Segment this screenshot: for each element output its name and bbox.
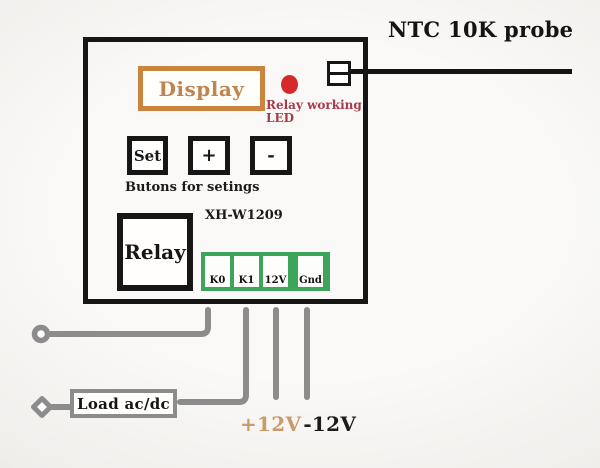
model-label: XH-W1209 bbox=[205, 208, 283, 223]
terminal-k1-label: K1 bbox=[238, 275, 255, 286]
set-button: Set bbox=[127, 136, 168, 175]
probe-connector-divider bbox=[330, 72, 348, 75]
terminal-k0: K0 bbox=[205, 256, 230, 287]
plus-button: + bbox=[188, 136, 230, 175]
power-positive-label: +12V bbox=[240, 412, 302, 436]
display-box: Display bbox=[138, 66, 265, 111]
terminal-k0-label: K0 bbox=[209, 275, 226, 286]
relay-box: Relay bbox=[117, 213, 193, 291]
relay-led-label-line1: Relay working bbox=[266, 98, 362, 112]
probe-wire bbox=[350, 69, 572, 74]
terminal-k1: K1 bbox=[234, 256, 259, 287]
load-box: Load ac/dc bbox=[70, 389, 177, 418]
probe-connector bbox=[327, 61, 351, 86]
relay-led-indicator bbox=[281, 75, 298, 94]
plus-button-label: + bbox=[201, 145, 217, 166]
ring-terminal bbox=[31, 324, 51, 344]
terminal-12v-label: 12V bbox=[264, 275, 287, 286]
relay-label: Relay bbox=[124, 240, 186, 264]
buttons-caption: Butons for setings bbox=[125, 180, 260, 195]
power-labels: +12V-12V bbox=[240, 412, 356, 436]
terminal-12v: 12V bbox=[263, 256, 288, 287]
wire-k0 bbox=[47, 307, 211, 337]
terminal-gnd: Gnd bbox=[298, 256, 323, 287]
minus-button: - bbox=[250, 136, 292, 175]
display-label: Display bbox=[158, 76, 245, 101]
load-label: Load ac/dc bbox=[77, 394, 170, 413]
wire-k1 bbox=[177, 307, 249, 405]
power-negative-label: -12V bbox=[303, 412, 357, 436]
diamond-terminal bbox=[31, 396, 53, 418]
terminal-block: K0 K1 12V Gnd bbox=[201, 252, 330, 291]
probe-label: NTC 10K probe bbox=[388, 17, 574, 42]
board-outline bbox=[83, 37, 368, 304]
set-button-label: Set bbox=[133, 146, 162, 165]
terminal-gnd-label: Gnd bbox=[299, 275, 322, 286]
relay-led-label: Relay working LED bbox=[266, 99, 366, 125]
relay-led-label-line2: LED bbox=[266, 111, 294, 125]
minus-button-label: - bbox=[267, 145, 275, 166]
